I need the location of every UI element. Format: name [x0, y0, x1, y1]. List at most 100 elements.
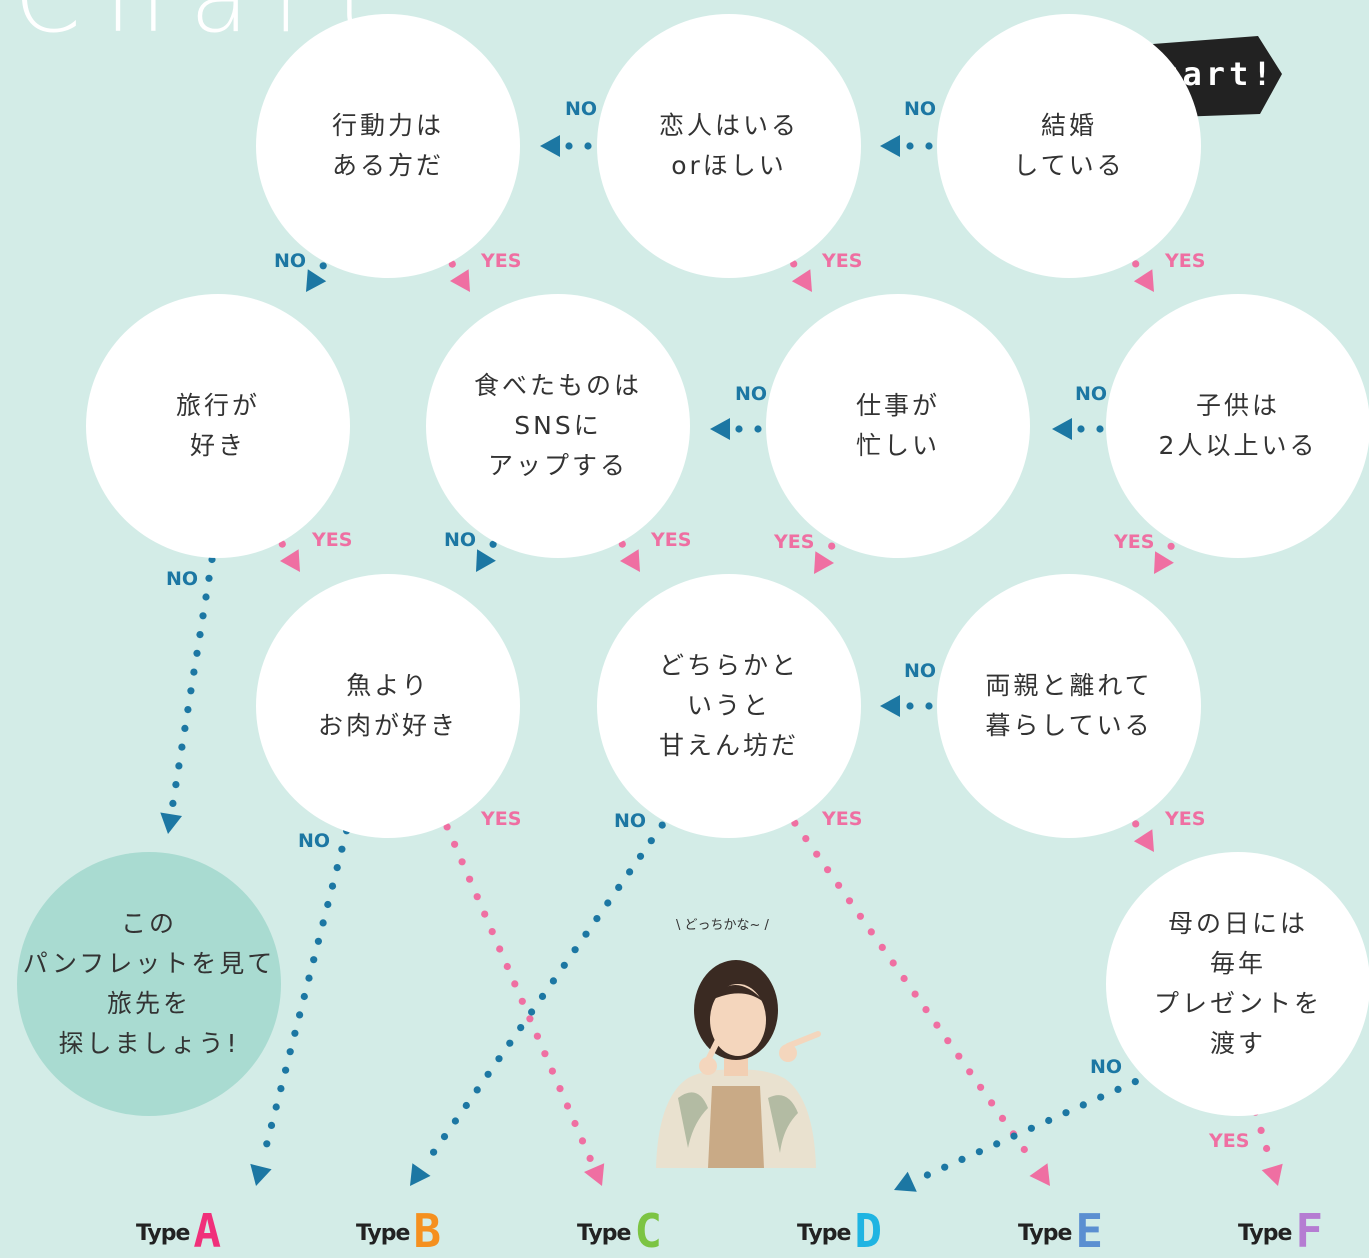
connector-dot: [955, 1052, 963, 1060]
connector-dot: [328, 882, 337, 890]
arrow-head: [1261, 1163, 1283, 1186]
connector-dot: [993, 1140, 1001, 1148]
connector-dot: [636, 852, 645, 860]
connector-dot: [966, 1068, 974, 1076]
connector-dot: [549, 977, 558, 985]
connector-dot: [1096, 425, 1104, 433]
question-mothersday: 母の日には毎年プレゼントを渡す: [1106, 852, 1369, 1116]
connector-dot: [466, 875, 474, 883]
type-word: Type: [136, 1221, 190, 1246]
connector-dot: [604, 899, 612, 907]
connector-dot: [458, 858, 466, 866]
thought-mark-right: /: [760, 918, 769, 933]
connector-dot: [867, 928, 875, 936]
connector-dot: [291, 1029, 299, 1037]
arrow-head: [476, 549, 496, 572]
arrow-head: [814, 551, 834, 574]
connector-dot: [300, 992, 308, 1001]
connector-dot: [430, 1148, 438, 1156]
connector-spoiled-to-type-e: [769, 788, 1050, 1186]
thought-mark-left: \: [676, 918, 685, 933]
question-parents: 両親と離れて暮らしている: [937, 574, 1201, 838]
connector-dot: [1114, 1085, 1122, 1093]
connector-dot: [324, 900, 332, 909]
result-type-b: Type B: [356, 1206, 441, 1254]
connector-dot: [1132, 820, 1140, 828]
question-text-line: 忙しい: [855, 431, 940, 460]
connector-dot: [190, 668, 198, 676]
connector-dot: [473, 1086, 481, 1094]
question-text-line: アップする: [487, 451, 628, 480]
question-text-line: 好き: [189, 431, 246, 460]
question-text-line: 魚より: [346, 671, 430, 700]
connector-dot: [658, 821, 666, 829]
connector-dot: [933, 1021, 941, 1029]
connector-dot: [1257, 1126, 1265, 1134]
connector-dot: [538, 992, 547, 1001]
arrow-head: [450, 269, 470, 292]
question-text-line: 子供は: [1195, 391, 1280, 420]
yes-label: YES: [481, 808, 522, 830]
question-text-line: お肉が好き: [317, 711, 458, 740]
connector-dot: [205, 574, 213, 582]
connector-dot: [314, 937, 322, 945]
connector-dot: [548, 1067, 557, 1075]
arrow-head: [1133, 269, 1154, 292]
connector-dot: [802, 835, 810, 843]
connector-dot: [906, 702, 914, 710]
connector-dot: [319, 262, 327, 270]
connector-dot: [578, 1137, 587, 1145]
no-label: NO: [904, 660, 937, 682]
question-meat: 魚よりお肉が好き: [256, 574, 520, 838]
connector-dot: [511, 980, 519, 988]
connector-dot: [1097, 1093, 1105, 1101]
model-photo: [656, 960, 821, 1168]
connector-dot: [443, 823, 451, 831]
connector-dot: [440, 1133, 449, 1141]
connector-dot: [923, 1171, 932, 1179]
question-text-line: 甘えん坊だ: [658, 731, 799, 760]
connector-dot: [754, 425, 762, 433]
result-text-line: 旅先を: [106, 989, 191, 1018]
connector-dot: [462, 1101, 470, 1110]
question-spoiled: どちらかというと甘えん坊だ: [597, 574, 861, 838]
connector-dot: [813, 850, 821, 858]
connector-dot: [560, 961, 568, 969]
connector-dot: [199, 612, 207, 620]
no-label: NO: [614, 810, 647, 832]
question-text-line: ある方だ: [331, 151, 444, 180]
connector-dot: [925, 702, 933, 710]
connector-dot: [484, 1070, 492, 1078]
connector-dot: [495, 1055, 503, 1063]
type-letter-c: C: [634, 1204, 663, 1258]
connector-dot: [184, 706, 192, 714]
yes-label: YES: [1165, 808, 1206, 830]
thought-text: どっちかな~: [684, 918, 761, 933]
type-letter-d: D: [854, 1204, 883, 1258]
result-type-d: Type D: [797, 1206, 882, 1254]
connector-dot: [1020, 1145, 1028, 1154]
connector-dot: [563, 1102, 572, 1110]
question-text-line: プレゼントを: [1153, 989, 1322, 1018]
type-letter-e: E: [1075, 1204, 1104, 1258]
question-text-line: SNSに: [514, 411, 602, 440]
connector-dot: [593, 915, 601, 923]
connector-dot: [286, 1048, 294, 1056]
connector-dot: [565, 142, 573, 150]
connector-dot: [1045, 1116, 1053, 1125]
question-text-line: 渡す: [1209, 1029, 1266, 1058]
no-label: NO: [166, 568, 199, 590]
type-letter-f: F: [1295, 1204, 1324, 1258]
connector-meat-to-type-c: [428, 788, 605, 1186]
no-label: NO: [735, 383, 768, 405]
connector-dot: [1131, 1078, 1139, 1086]
connector-dot: [735, 425, 743, 433]
connector-dot: [310, 956, 318, 964]
connector-dot: [187, 687, 195, 695]
type-letter-b: B: [413, 1204, 442, 1258]
connector-dot: [856, 912, 865, 920]
question-text-line: 食べたものは: [473, 371, 642, 400]
yes-label: YES: [822, 808, 863, 830]
connector-dot: [958, 1155, 966, 1163]
